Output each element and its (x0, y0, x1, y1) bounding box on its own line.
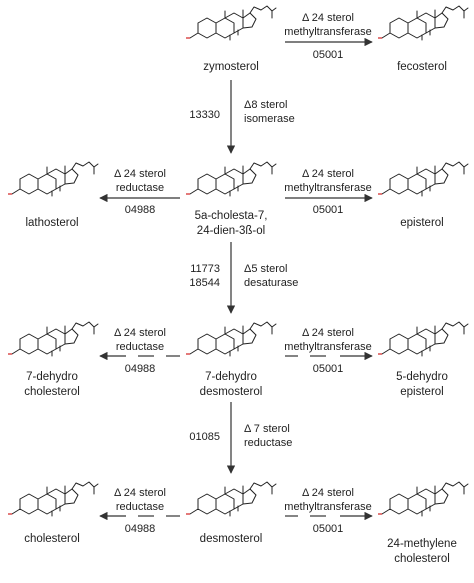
red24-label-r2-line2: reductase (116, 182, 164, 194)
red24-gene-r2: 04988 (125, 204, 156, 216)
smt-label-r4-line1: Δ 24 sterol (302, 487, 354, 499)
isomerase-label-line1: Δ8 sterol (244, 99, 287, 111)
smt-gene-r2: 05001 (313, 204, 344, 216)
episterol-structure (377, 161, 469, 197)
label-zymosterol: zymosterol (203, 61, 259, 73)
methylene-cholesterol-structure (377, 481, 469, 517)
reductase7-gene: 01085 (189, 431, 220, 443)
isomerase-gene: 13330 (189, 109, 220, 121)
smt-label-r4-line2: methyltransferase (284, 501, 371, 513)
fecosterol-structure (377, 5, 469, 41)
red24-label-r2-line1: Δ 24 sterol (114, 168, 166, 180)
red24-label-r4-line2: reductase (116, 501, 164, 513)
dehydroepisterol-structure (377, 321, 469, 357)
label-episterol: episterol (400, 217, 443, 229)
dehydrodesmosterol-structure (185, 321, 277, 357)
zymosterol-structure (185, 5, 277, 41)
red24-label-r3-line1: Δ 24 sterol (114, 327, 166, 339)
label-cholesta-line1: 5a-cholesta-7, (195, 210, 268, 222)
label-dehydrochol-line1: 7-dehydro (26, 371, 78, 383)
smt-gene-r4: 05001 (313, 523, 344, 535)
smt-label-r2-line2: methyltransferase (284, 182, 371, 194)
desaturase-label-line1: Δ5 sterol (244, 263, 287, 275)
smt-label-r1-line2: methyltransferase (284, 26, 371, 38)
smt-gene-r3: 05001 (313, 363, 344, 375)
label-dehydroepi-line1: 5-dehydro (396, 371, 448, 383)
red24-gene-r4: 04988 (125, 523, 156, 535)
lathosterol-structure (7, 161, 99, 197)
label-methylene-line2: cholesterol (394, 553, 450, 565)
red24-label-r4-line1: Δ 24 sterol (114, 487, 166, 499)
desaturase-gene-b: 18544 (189, 277, 220, 289)
red24-label-r3-line2: reductase (116, 341, 164, 353)
label-cholesta-line2: 24-dien-3ß-ol (197, 225, 265, 237)
label-dehydrodesmo-line1: 7-dehydro (205, 371, 257, 383)
desaturase-label-line2: desaturase (244, 277, 298, 289)
dehydrocholesterol-structure (7, 321, 99, 357)
desaturase-gene-a: 11773 (190, 263, 220, 275)
label-desmosterol: desmosterol (200, 533, 263, 545)
desmosterol-structure (185, 481, 277, 517)
label-methylene-line1: 24-methylene (387, 538, 457, 550)
smt-gene-r1: 05001 (313, 49, 344, 61)
label-lathosterol: lathosterol (25, 217, 78, 229)
cholesterol-structure (7, 481, 99, 517)
label-dehydrodesmo-line2: desmosterol (200, 386, 263, 398)
smt-label-r2-line1: Δ 24 sterol (302, 168, 354, 180)
smt-label-r1-line1: Δ 24 sterol (302, 12, 354, 24)
label-dehydrochol-line2: cholesterol (24, 386, 80, 398)
cholesta-dienol-structure (185, 161, 277, 197)
red24-gene-r3: 04988 (125, 363, 156, 375)
reductase7-label-line1: Δ 7 sterol (244, 423, 290, 435)
label-dehydroepi-line2: episterol (400, 386, 443, 398)
smt-label-r3-line2: methyltransferase (284, 341, 371, 353)
label-cholesterol: cholesterol (24, 533, 80, 545)
reductase7-label-line2: reductase (244, 437, 292, 449)
isomerase-label-line2: isomerase (244, 113, 295, 125)
smt-label-r3-line1: Δ 24 sterol (302, 327, 354, 339)
label-fecosterol: fecosterol (397, 61, 447, 73)
